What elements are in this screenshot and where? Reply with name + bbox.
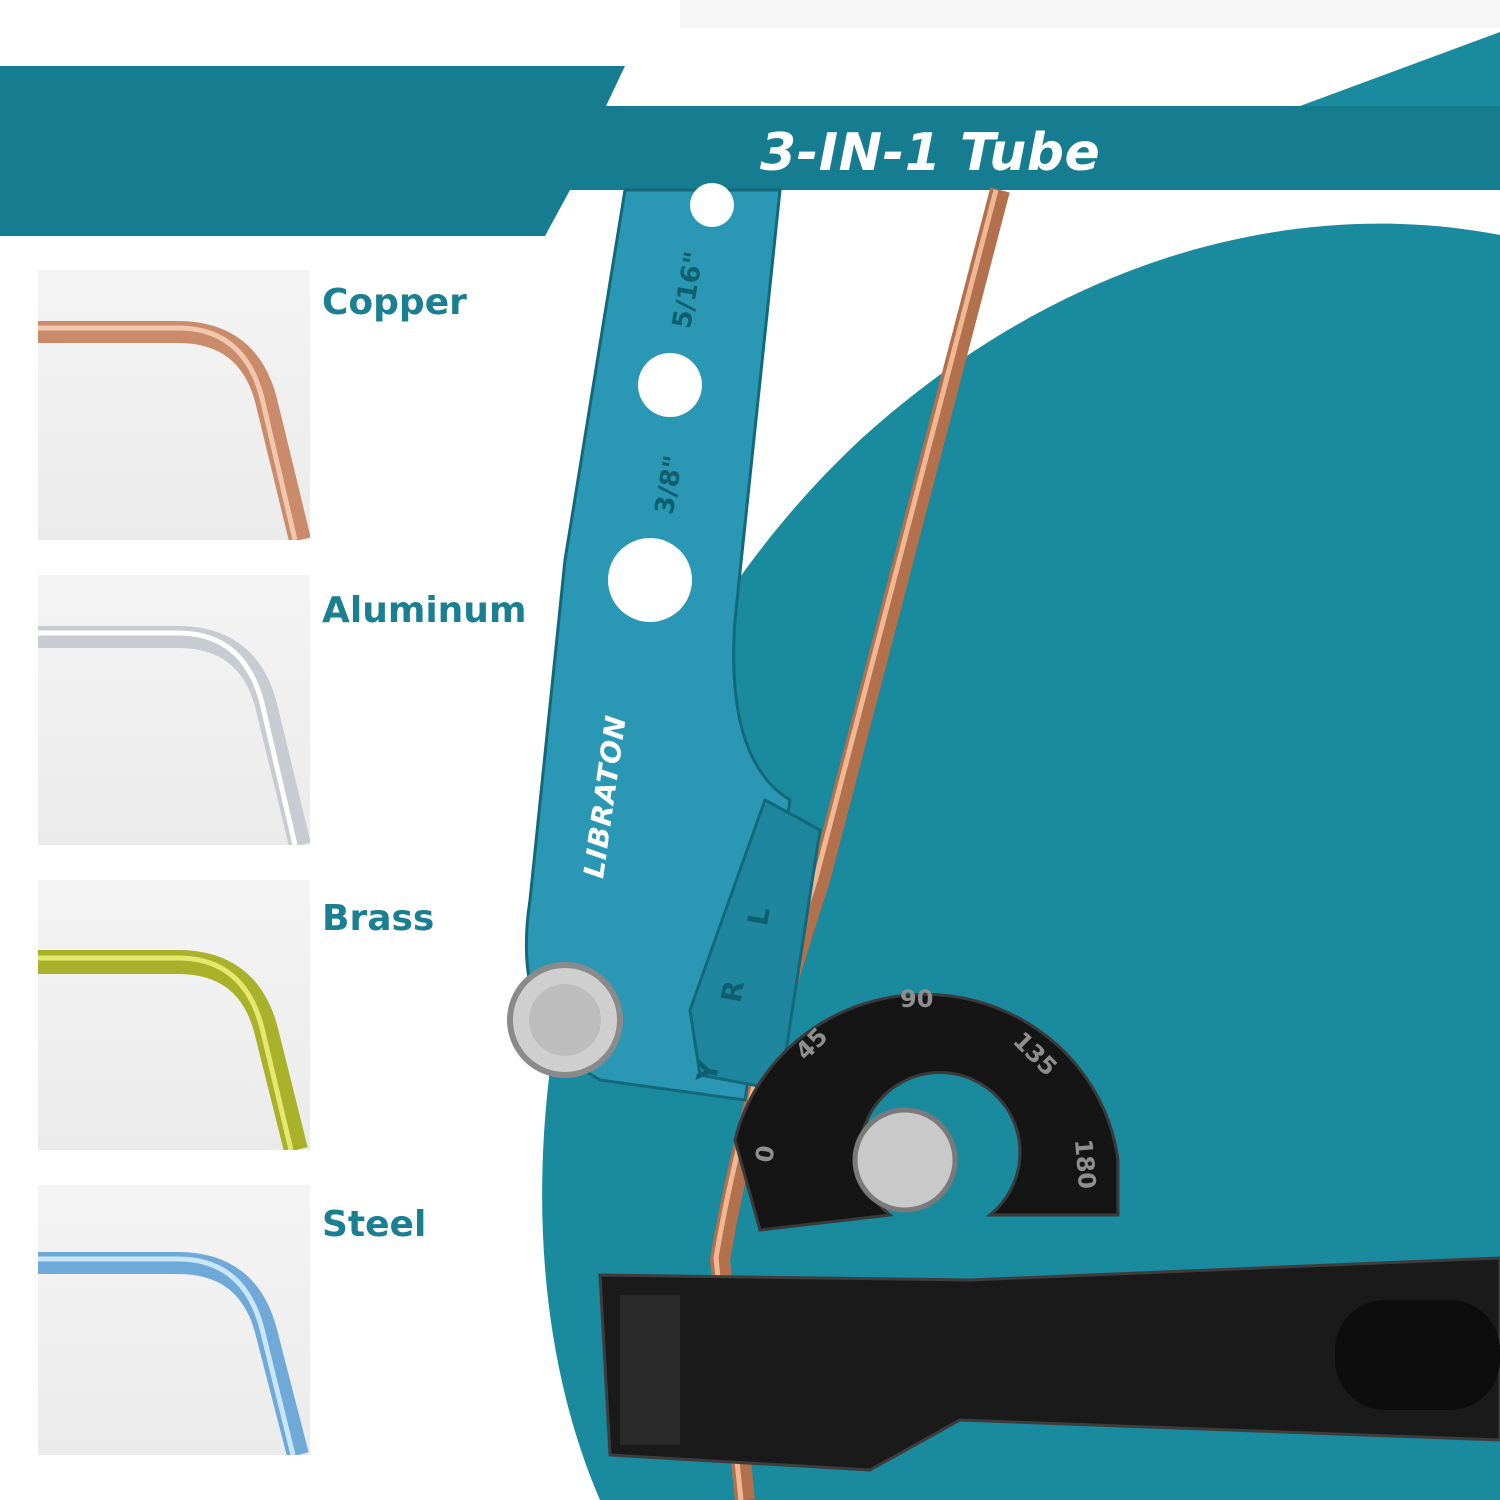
top-light-strip bbox=[680, 0, 1500, 28]
steel-swatch bbox=[38, 1185, 310, 1455]
brass-swatch bbox=[38, 880, 310, 1150]
bottom-arm bbox=[598, 1256, 1500, 1472]
handle-hole bbox=[690, 183, 734, 227]
guide-block bbox=[688, 797, 822, 1092]
forming-wheel bbox=[733, 992, 1120, 1232]
banner-title: 3-IN-1 Tube Bender bbox=[760, 123, 1101, 253]
material-label-copper: Copper bbox=[322, 282, 467, 323]
material-label-brass: Brass bbox=[322, 898, 435, 939]
degree-mark-90: 90 bbox=[900, 985, 934, 1013]
degree-mark-180: 180 bbox=[1068, 1137, 1102, 1191]
teal-handle bbox=[524, 188, 792, 1102]
material-label-steel: Steel bbox=[322, 1204, 427, 1245]
aluminum-swatch bbox=[38, 575, 310, 845]
wheel-pivot bbox=[852, 1107, 958, 1213]
handle-hole bbox=[638, 353, 702, 417]
handle-hole bbox=[608, 538, 692, 622]
copper-swatch bbox=[38, 270, 310, 540]
title-banner bbox=[0, 32, 1500, 236]
material-label-aluminum: Aluminum bbox=[322, 590, 527, 631]
